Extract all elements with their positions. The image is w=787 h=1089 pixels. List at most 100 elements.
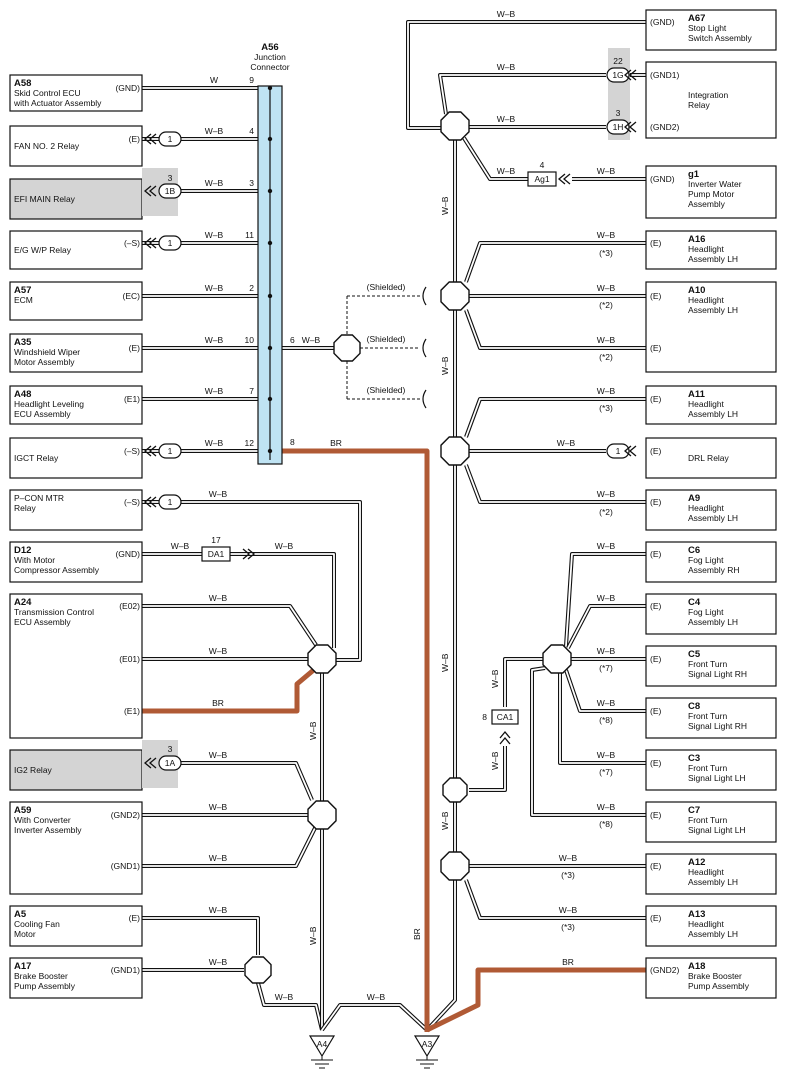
right-box-9-id: C4 [688,597,701,608]
right-box-3-text: Assembly LH [688,254,738,264]
left-box-14-id: A17 [14,961,31,972]
ag1-connector-num: 4 [540,160,545,170]
connector-chevron [143,237,157,249]
right-pin-label: (GND2) [650,965,679,975]
c4-wire-inner [567,605,646,649]
ca1-label: CA1 [497,712,514,722]
conn-1h-label: 1H [613,122,624,132]
a9-wire [464,464,646,504]
shielded-label: (Shielded) [367,282,406,292]
int-gnd1-wire-inner [439,74,606,115]
option-note: (*7) [599,663,613,673]
left-box-2 [9,178,143,220]
da1-connector-num: 17 [211,535,221,545]
drl-connector-label: 1 [616,446,621,456]
junction-out-pin: 8 [290,437,295,447]
option-note: (*8) [599,715,613,725]
right-pin-label: (GND1) [650,70,679,80]
splice-a59 [307,800,337,830]
wire-color-label: W–B [559,853,578,863]
left-box-4-id: A57 [14,285,31,296]
right-pin-label: (E) [650,446,662,456]
splice-a5-a17 [244,956,272,984]
right-pin-label: (E) [650,291,662,301]
wire-color-label: W–B [597,166,616,176]
right-box-2-text: Pump Motor [688,189,734,199]
a10-b-wire-inner [465,309,646,349]
splice-r3 [440,436,470,466]
left-box-5-id: A35 [14,337,32,348]
conn-num: 3 [168,744,173,754]
left-box-5-text: Windshield Wiper [14,347,80,357]
br-wires [142,448,646,1033]
shield-bracket [422,286,427,306]
wire-color-label: BR [330,438,342,448]
connector-chevron [143,496,157,508]
left-box-12 [9,801,143,895]
connector-chevron [623,69,637,81]
connector-chevron [143,445,157,457]
right-box-13 [645,801,777,843]
right-box-15-text: Headlight [688,919,725,929]
left-pin-label: (E1) [124,706,140,716]
junction-pin-label: 11 [245,230,254,240]
left-box-4-text: ECM [14,295,33,305]
ca1-to-trunk-inner [469,746,506,791]
right-box-14 [645,853,777,895]
wire-color-label: W–B [597,698,616,708]
wire-color-label: W [210,75,218,85]
right-box-2-text: Inverter Water [688,179,742,189]
junction-node [267,345,273,351]
left-box-8 [9,489,143,531]
splice-r4 [440,851,470,881]
left-box-7-text: IGCT Relay [14,453,59,463]
splice-shield [333,334,361,362]
junction-pin-label: 7 [249,386,254,396]
option-note: (*2) [599,352,613,362]
right-box-15-text: Assembly LH [688,929,738,939]
right-box-9-text: Assembly LH [688,617,738,627]
junction-node [267,240,273,246]
shielded-label: (Shielded) [367,385,406,395]
wire-color-label: W–B [308,721,318,740]
wire-color-label: W–B [171,541,190,551]
right-box-8-id: C6 [688,545,700,556]
wire-color-label: W–B [308,926,318,945]
left-connector-2-label: 1B [165,186,176,196]
left-connector-1-label: 1 [168,134,173,144]
right-box-3-text: Headlight [688,244,725,254]
right-box-5 [645,385,777,425]
left-box-14-text: Brake Booster [14,971,68,981]
left-box-13-text: Motor [14,929,36,939]
right-box-1-text: Relay [688,100,710,110]
right-pin-label: (E) [650,810,662,820]
wire-color-label: W–B [209,750,228,760]
splice-turn [542,644,572,674]
left-box-0-id: A58 [14,78,31,89]
right-box-2-text: Assembly [688,199,726,209]
wire-color-label: W–B [497,114,516,124]
left-box-6-text: ECU Assembly [14,409,71,419]
a9-wire-inner [465,464,646,503]
right-pin-label: (E) [650,706,662,716]
shielded-label: (Shielded) [367,334,406,344]
wire-color-label: BR [562,957,574,967]
junction-pin-label: 9 [249,75,254,85]
left-connector-7-label: 1 [168,446,173,456]
a24-e1-br [142,666,318,714]
wire-color-label: W–B [490,751,500,770]
a11-wire-inner [465,398,646,438]
a13-wire [464,879,646,920]
right-box-0-text: Switch Assembly [688,33,753,43]
left-box-9-id: D12 [14,545,31,556]
junction-node [267,396,273,402]
left-pin-label: (GND1) [111,965,140,975]
splice-a24 [307,644,337,674]
pcon-connector-label: 1 [168,497,173,507]
a5-to-a4-inner [257,982,323,1031]
left-connector-3-label: 1 [168,238,173,248]
right-pin-label: (E) [650,238,662,248]
a5-to-a4 [256,982,324,1031]
